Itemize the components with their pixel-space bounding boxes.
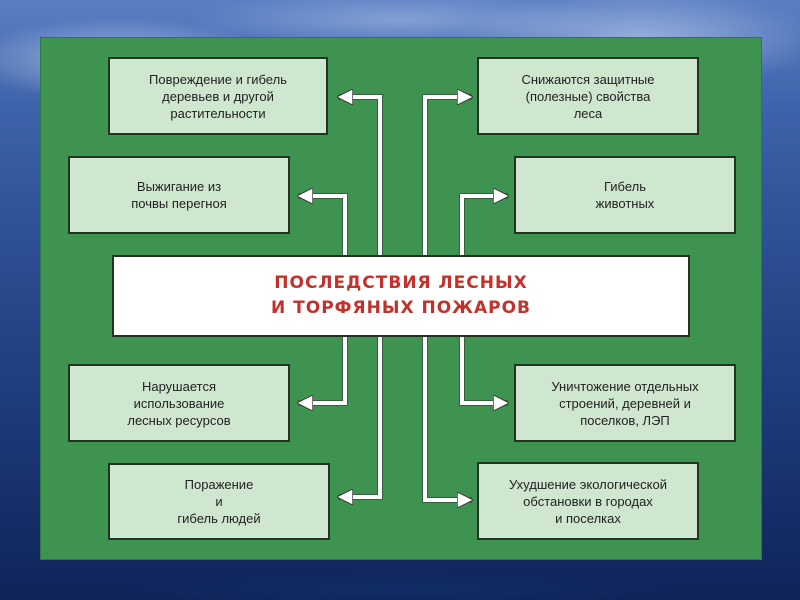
left-box-damage-vegetation: Повреждение и гибель деревьев и другой р… <box>108 57 328 135</box>
right-box-buildings-destruction: Уничтожение отдельных строений, деревней… <box>514 364 736 442</box>
arrow-to-left-box-3 <box>300 337 347 403</box>
right-box-animal-deaths: Гибель животных <box>514 156 736 234</box>
right-box-protective-properties: Снижаются защитные (полезные) свойства л… <box>477 57 699 135</box>
right-box-ecology-worsening: Ухудшение экологической обстановки в гор… <box>477 462 699 540</box>
arrow-to-left-box-2 <box>300 196 347 255</box>
arrow-to-right-box-2 <box>460 196 506 255</box>
arrow-to-right-box-4 <box>423 337 470 500</box>
central-title-box: ПОСЛЕДСТВИЯ ЛЕСНЫХ И ТОРФЯНЫХ ПОЖАРОВ <box>112 255 690 337</box>
left-box-human-casualties: Поражение и гибель людей <box>108 463 330 540</box>
arrow-to-left-box-1 <box>340 97 382 255</box>
arrow-to-right-box-1 <box>423 97 470 255</box>
arrow-to-left-box-4 <box>340 337 382 497</box>
diagram-title: ПОСЛЕДСТВИЯ ЛЕСНЫХ И ТОРФЯНЫХ ПОЖАРОВ <box>271 273 531 318</box>
arrow-to-right-box-3 <box>460 337 506 403</box>
left-box-forest-resources: Нарушается использование лесных ресурсов <box>68 364 290 442</box>
left-box-humus-burning: Выжигание из почвы перегноя <box>68 156 290 234</box>
